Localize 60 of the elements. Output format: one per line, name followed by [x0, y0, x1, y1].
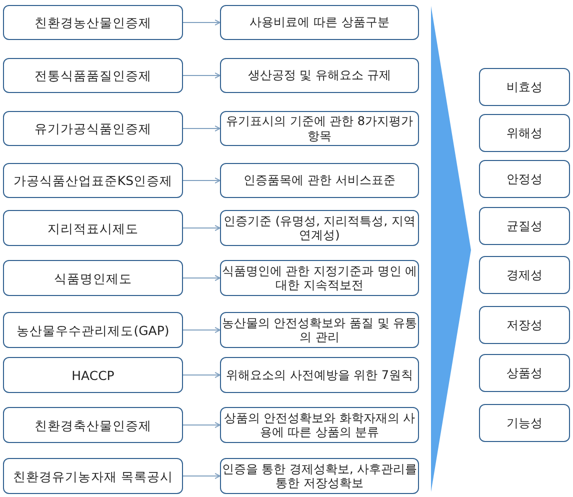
- certification-box: [3, 312, 183, 348]
- description-box: [220, 163, 419, 198]
- certification-box: [3, 58, 183, 93]
- box-label: 농산물우수관리제도(GAP): [16, 322, 170, 338]
- arrow: [182, 126, 220, 132]
- box-label: 인증품목에 관한 서비스표준: [244, 173, 396, 188]
- arrow: [182, 72, 220, 78]
- box-label: 상품성: [506, 366, 542, 380]
- box-label: 농산물의 안전성확보와 품질 및 유통의 관리: [221, 316, 418, 344]
- arrow: [182, 178, 220, 184]
- arrow: [182, 20, 220, 26]
- box-label: 지리적표시제도: [48, 220, 138, 236]
- description-box: [220, 5, 419, 40]
- arrow: [182, 473, 220, 479]
- box-label: 균질성: [506, 218, 542, 234]
- box-label: 저장성: [506, 318, 542, 332]
- box-label: 사용비료에 따른 상품구분: [250, 15, 390, 30]
- certification-box: [3, 458, 183, 494]
- certification-box: [3, 210, 183, 246]
- property-box: [479, 256, 570, 294]
- property-box: [479, 160, 570, 198]
- certification-box: [3, 163, 183, 198]
- box-label: 식품명인에 관한 지정기준과 명인 에 대한 지속적보전: [221, 264, 418, 292]
- certification-box: [3, 407, 183, 443]
- description-box: [220, 58, 419, 93]
- box-label: 친환경축산물인증제: [34, 418, 152, 432]
- property-box: [479, 354, 570, 392]
- box-label: 위해성: [506, 126, 542, 140]
- box-label: 비효성: [506, 80, 542, 94]
- box-label: 안정성: [506, 172, 542, 186]
- certification-box: [3, 111, 183, 146]
- arrow: [182, 422, 220, 428]
- property-box: [479, 207, 570, 245]
- arrow: [182, 372, 220, 378]
- box-label: 식품명인제도: [54, 270, 132, 286]
- box-label: 유기표시의 기준에 관한 8가지평가항목: [224, 114, 414, 143]
- arrow: [182, 275, 220, 281]
- box-label: 친환경농산물인증제: [34, 15, 152, 30]
- property-box: [479, 68, 570, 106]
- box-label: 유기가공식품인증제: [34, 121, 152, 136]
- property-box: [479, 306, 570, 344]
- box-label: 상품의 안전성확보와 화학자재의 사용에 따른 상품의 분류: [222, 410, 416, 440]
- box-label: 전통식품품질인증제: [34, 68, 152, 83]
- certification-box: [3, 5, 183, 40]
- property-box: [479, 404, 570, 442]
- arrow: [182, 327, 220, 333]
- box-label: 친환경유기농자재 목록공시: [13, 468, 173, 484]
- property-box: [479, 114, 570, 152]
- box-label: 인증기준 (유명성, 지리적특성, 지역연계성): [222, 214, 416, 242]
- box-label: 위해요소의 사전예방을 위한 7원칙: [226, 368, 414, 382]
- description-box: [220, 357, 419, 393]
- box-label: 기능성: [506, 416, 542, 430]
- box-label: 가공식품산업표준KS인증제: [13, 173, 173, 188]
- arrow: [182, 225, 220, 231]
- box-label: 인증을 통한 경제성확보, 사후관리를 통한 저장성확보: [221, 462, 418, 490]
- certification-box: [3, 357, 183, 393]
- box-label: HACCP: [72, 368, 114, 382]
- box-label: 경제성: [506, 268, 542, 282]
- certification-box: [3, 260, 183, 296]
- box-label: 생산공정 및 유해요소 규제: [248, 68, 392, 83]
